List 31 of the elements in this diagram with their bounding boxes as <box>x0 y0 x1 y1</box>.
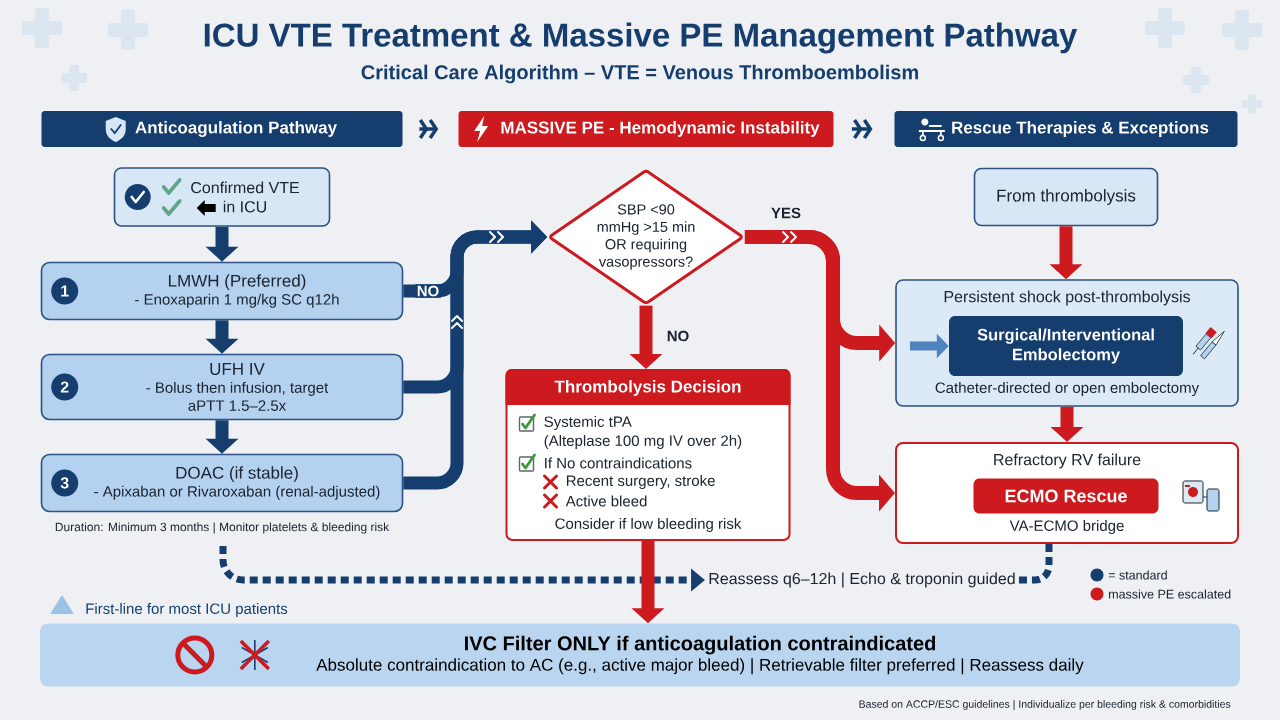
note-text: Consider if low bleeding risk <box>555 518 742 532</box>
step-number: 3 <box>51 469 79 497</box>
node-label: Persistent shock post-thrombolysis <box>944 290 1190 306</box>
section-header: Anticoagulation Pathway <box>41 111 403 147</box>
subtitle: Critical Care Algorithm – VTE = Venous Thromboembolism <box>361 64 918 84</box>
section-header: Rescue Therapies & Exceptions <box>894 111 1238 147</box>
node-label: Catheter-directed or open embolectomy <box>935 382 1200 396</box>
note-text: Reassess q6–12h | Echo & troponin guided <box>709 572 1015 588</box>
list-item: Systemic tPA <box>544 416 632 430</box>
action-box: ECMO Rescue <box>973 478 1159 514</box>
legend-text: massive PE escalated <box>1109 589 1231 599</box>
start-box: Confirmed VTE in ICU <box>113 167 331 227</box>
edge-label: YES <box>769 206 803 220</box>
footnote: Based on ACCP/ESC guidelines | Individualize per bleeding risk & comorbidities <box>859 700 1231 710</box>
list-item: Active bleed <box>565 495 647 507</box>
section-header: MASSIVE PE - Hemodynamic Instability <box>458 111 834 147</box>
node-label: VA-ECMO bridge <box>1009 520 1124 534</box>
action-box: Surgical/Interventional Embolectomy <box>949 316 1183 376</box>
edge-label: NO <box>415 284 441 298</box>
step-number: 1 <box>51 277 79 305</box>
legend-text: = standard <box>1108 570 1167 580</box>
title: ICU VTE Treatment & Massive PE Management Pathway <box>204 22 1078 54</box>
warning-banner: IVC Filter ONLY if anticoagulation contraindicated Absolute contraindication to AC (e.g., active major bleed) | Retrievable filter preferred | Reassess daily <box>40 623 1240 687</box>
process-box: From thrombolysis <box>973 167 1159 227</box>
note-text: Duration: Minimum 3 months | Monitor platelets & bleeding risk <box>55 522 390 534</box>
list-item: Recent surgery, stroke <box>566 475 715 489</box>
node-label: Refractory RV failure <box>994 453 1141 469</box>
list-item: If No contraindications <box>545 457 692 469</box>
step-number: 2 <box>51 373 79 401</box>
edge-label: NO <box>665 329 691 343</box>
list-item: (Alteplase 100 mg IV over 2h) <box>544 435 742 449</box>
